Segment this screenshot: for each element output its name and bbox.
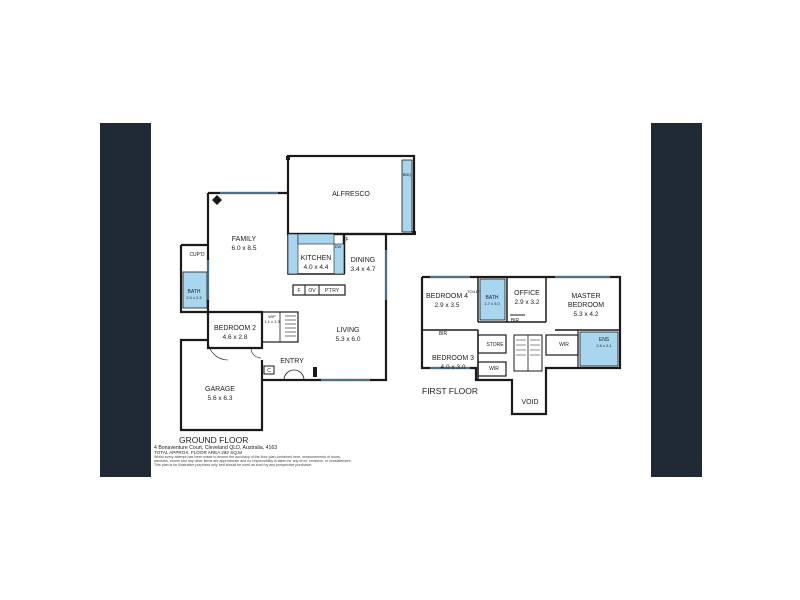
wip-label: WIP	[268, 314, 276, 319]
dw-label: DW	[335, 244, 342, 249]
bedroom2-label: BEDROOM 2	[214, 325, 256, 332]
address-text: 4 Bonaventure Court, Cleveland QLD, Aust…	[154, 445, 278, 451]
ground-bath-dims: 2.0 x 2.5	[186, 295, 202, 300]
alfresco-label: ALFRESCO	[332, 191, 370, 198]
footer-info: 4 Bonaventure Court, Cleveland QLD, Aust…	[154, 445, 454, 468]
cupboard-c-label: C	[267, 368, 271, 374]
f-label: F	[297, 288, 300, 294]
first-floor-title: FIRST FLOOR	[422, 386, 478, 396]
kitchen-bench-west	[287, 233, 299, 275]
bedroom2-walls	[206, 310, 264, 350]
office-label: OFFICE	[514, 290, 540, 297]
bedroom2-dims: 4.6 x 2.8	[223, 334, 248, 341]
wir-bed3-label: WIR	[489, 366, 499, 372]
bbq-bench	[401, 159, 413, 233]
entry-column	[313, 367, 317, 377]
garage-walls	[179, 338, 264, 432]
family-dims: 6.0 x 8.5	[232, 245, 257, 252]
dining-dims: 3.4 x 4.7	[351, 266, 376, 273]
first-bath-dims: 1.7 x 3.0	[484, 301, 500, 306]
floor-area-text: TOTAL APPROX. FLOOR AREA 282 SQ.M	[154, 450, 242, 456]
first-floor-windows	[430, 276, 610, 369]
living-dims: 5.3 x 6.0	[336, 336, 361, 343]
bedroom3-wir	[477, 361, 507, 377]
master-wir	[545, 334, 579, 356]
ens-dims: 2.6 x 2.1	[596, 343, 612, 348]
ens-label: ENS	[599, 337, 610, 343]
fridge-label: F	[345, 237, 348, 243]
ground-bath-fill	[182, 271, 208, 309]
dining-label: DINING	[351, 257, 376, 264]
bedroom4-dims: 2.9 x 3.5	[435, 302, 460, 309]
disclaimer-line-1: Whilst every attempt has been made to en…	[154, 455, 341, 460]
left-side-panel	[100, 123, 151, 477]
toilet-label: TOILET	[467, 289, 481, 294]
right-side-panel	[651, 123, 702, 477]
disclaimer-line-2: windows, rooms and any other items are a…	[154, 459, 352, 464]
store-label: STORE	[486, 342, 504, 348]
kitchen-bench-east	[333, 243, 345, 275]
void-label: VOID	[521, 399, 538, 406]
kitchen-label: KITCHEN	[301, 255, 332, 262]
garage-label: GARAGE	[205, 386, 235, 393]
fireplace-icon	[212, 195, 222, 205]
bir-bed4-label: BIR	[439, 331, 448, 337]
master-label-1: MASTER	[571, 293, 600, 300]
first-bath-label: BATH	[486, 295, 499, 301]
master-label-2: BEDROOM	[568, 302, 604, 309]
office-dims: 2.9 x 3.2	[515, 299, 540, 306]
bedroom4-label: BEDROOM 4	[426, 293, 468, 300]
ov-label: OV	[308, 288, 316, 294]
ground-floor-title: GROUND FLOOR	[179, 435, 248, 445]
bedroom3-dims: 4.0 x 3.0	[441, 364, 466, 371]
wip-dims: 1.1 x 1.3	[264, 319, 280, 324]
entry-cupboard	[263, 365, 275, 375]
disclaimer-line-3: This plan is for illustrative purposes o…	[154, 462, 313, 467]
living-label: LIVING	[337, 327, 360, 334]
master-dims: 5.3 x 4.2	[574, 311, 599, 318]
ensuite-fill	[579, 331, 619, 367]
garage-dims: 5.6 x 6.3	[208, 395, 233, 402]
ground-bath-label: BATH	[188, 289, 201, 295]
family-label: FAMILY	[232, 236, 257, 243]
wir-master-label: WIR	[559, 342, 569, 348]
first-bath-fill	[479, 278, 506, 321]
entry-label: ENTRY	[280, 358, 304, 365]
ptry-label: P'TRY	[325, 288, 340, 294]
kitchen-bench-north	[297, 233, 335, 245]
store-box	[477, 334, 507, 354]
cupd-label: CUP'D	[189, 252, 205, 258]
bedroom3-label: BEDROOM 3	[432, 355, 474, 362]
ground-floor-windows	[207, 192, 387, 381]
bbq-label: BBQ	[403, 172, 411, 177]
kitchen-dims: 4.0 x 4.4	[304, 264, 329, 271]
bir-office-label: BIR	[511, 318, 520, 324]
